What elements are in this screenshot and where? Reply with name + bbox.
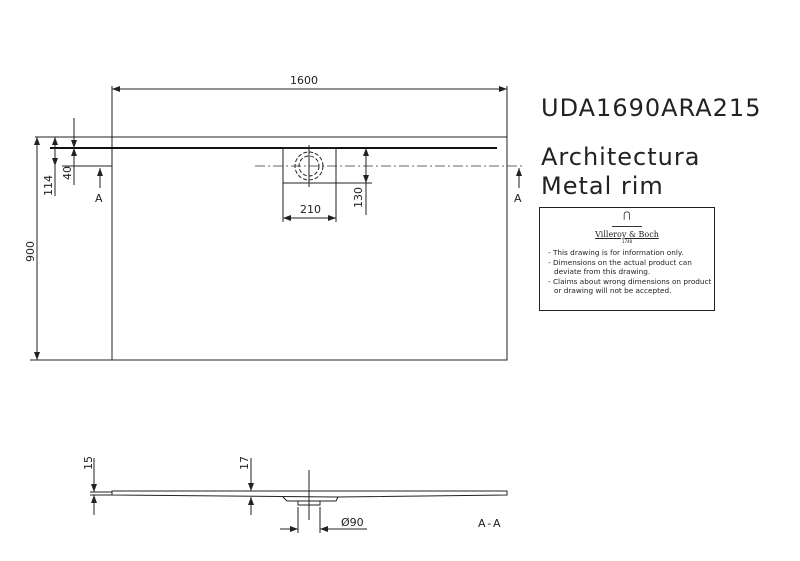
dim-section-edge: 15 xyxy=(82,456,95,470)
disclaimer-line: - This drawing is for information only. xyxy=(548,248,684,257)
tray-outline xyxy=(111,136,508,361)
product-code: UDA1690ARA215 xyxy=(541,94,762,122)
section-marker-left: A xyxy=(95,192,103,205)
disclaimer-box: ⋂ Villeroy & Boch 1748 - This drawing is… xyxy=(539,207,715,311)
plan-view: 1600 900 114 40 A A 210 130 xyxy=(24,74,525,361)
section-marker-right: A xyxy=(514,192,522,205)
dim-channel-offset: 40 xyxy=(61,166,74,180)
product-name: Architectura xyxy=(541,143,701,171)
dim-section-height: 17 xyxy=(238,456,251,470)
section-view: 15 17 Ø90 A-A xyxy=(82,456,508,533)
product-variant: Metal rim xyxy=(541,172,664,200)
dim-length: 1600 xyxy=(290,74,318,87)
dim-drain-offset: 114 xyxy=(42,175,55,196)
dim-drain-width: 210 xyxy=(300,203,321,216)
section-label: A-A xyxy=(478,517,503,530)
dim-width: 900 xyxy=(24,241,37,262)
logo-icon: ⋂ xyxy=(540,212,714,230)
disclaimer-line: - Claims about wrong dimensions on produ… xyxy=(548,276,712,296)
dim-drain-diameter: Ø90 xyxy=(341,516,364,529)
disclaimer-line: - Dimensions on the actual product can d… xyxy=(548,257,692,277)
brand-logo: ⋂ Villeroy & Boch 1748 xyxy=(540,212,714,245)
dim-drain-depth: 130 xyxy=(352,187,365,208)
